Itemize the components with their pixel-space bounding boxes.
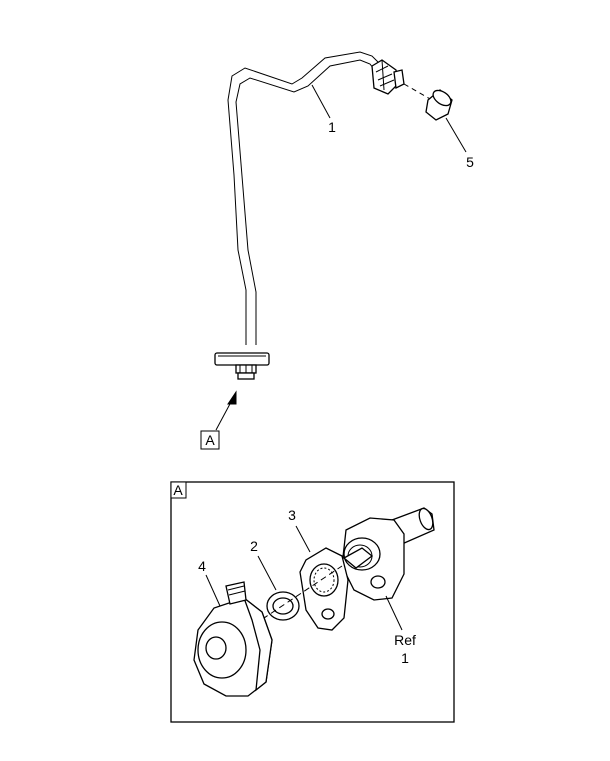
callout-4: 4 [198,558,206,574]
detail-housing-ref1 [341,517,405,601]
detail-view-a: A [170,481,455,723]
detail-seal-washer [266,591,300,621]
detail-frame-label: A [173,482,183,498]
view-arrow [215,390,237,431]
end-cap-part [425,89,453,121]
detail-frame [170,481,455,723]
detail-frame-tag [170,481,187,499]
callout-5: 5 [466,154,474,170]
callout-2: 2 [250,538,258,554]
callout-3-leader [295,525,311,553]
callout-1: 1 [328,119,336,135]
tube-line-inner [235,59,385,345]
tube-lower-fitting [214,352,270,380]
cap-alignment-line [403,83,433,101]
tube-assembly: A 1 5 [200,51,474,450]
view-marker-label: A [205,432,215,448]
callout-5-leader [445,117,467,153]
tube-line-outer [227,51,389,345]
ref-label: Ref [394,632,416,648]
callout-3: 3 [288,507,296,523]
callout-4-leader [205,574,221,607]
callout-1-leader [311,84,331,119]
detail-retaining-plate [299,547,349,631]
ref-1-leader [385,595,403,631]
tube-nut [371,59,405,95]
detail-connector-fitting [193,581,273,697]
view-marker-box [200,430,220,450]
ref-number: 1 [401,650,409,666]
callout-2-leader [257,555,277,591]
